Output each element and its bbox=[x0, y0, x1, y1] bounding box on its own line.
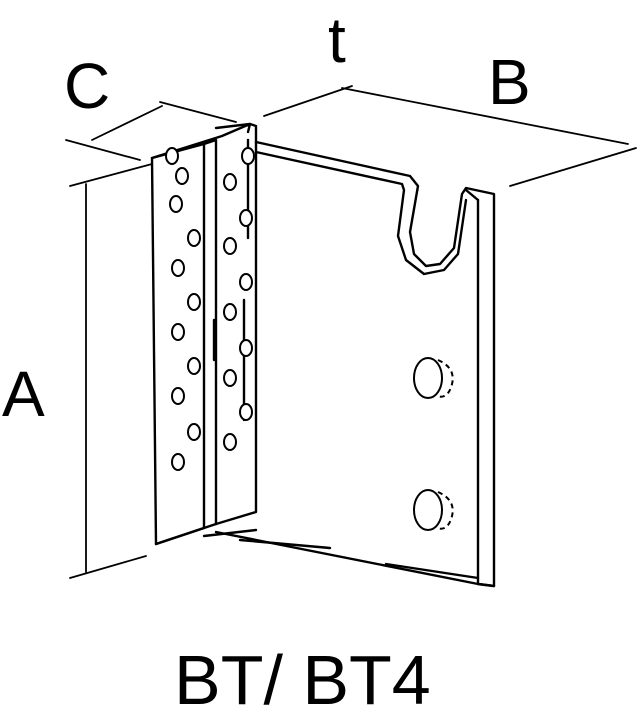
bolt-hole bbox=[413, 357, 443, 399]
nail-hole bbox=[171, 323, 185, 341]
flange-holes-right bbox=[223, 147, 255, 451]
bracket-outline bbox=[150, 122, 496, 588]
nail-hole bbox=[187, 423, 201, 441]
nail-hole bbox=[239, 209, 253, 227]
product-caption: BT/ BT4 bbox=[174, 641, 431, 719]
nail-hole bbox=[187, 293, 201, 311]
nail-hole bbox=[223, 369, 237, 387]
nail-hole bbox=[223, 303, 237, 321]
nail-hole bbox=[239, 273, 253, 291]
nail-hole bbox=[187, 357, 201, 375]
nail-hole bbox=[223, 237, 237, 255]
nail-hole bbox=[223, 433, 237, 451]
nail-hole bbox=[241, 147, 255, 165]
dimension-lines bbox=[65, 85, 637, 579]
nail-hole bbox=[223, 173, 237, 191]
nail-hole bbox=[239, 339, 253, 357]
nail-hole bbox=[169, 195, 183, 213]
dimension-label-t: t bbox=[328, 4, 346, 76]
nail-hole bbox=[239, 403, 253, 421]
nail-hole bbox=[171, 387, 185, 405]
nail-hole bbox=[171, 453, 185, 471]
bolt-hole bbox=[413, 489, 443, 531]
dimension-label-a: A bbox=[2, 358, 45, 430]
nail-hole bbox=[171, 259, 185, 277]
dimension-label-b: B bbox=[488, 46, 531, 118]
nail-hole bbox=[165, 147, 179, 165]
bolt-holes bbox=[413, 357, 454, 531]
nail-hole bbox=[187, 229, 201, 247]
nail-hole bbox=[175, 167, 189, 185]
flange-holes-left bbox=[165, 147, 201, 471]
dimension-label-c: C bbox=[64, 50, 110, 122]
